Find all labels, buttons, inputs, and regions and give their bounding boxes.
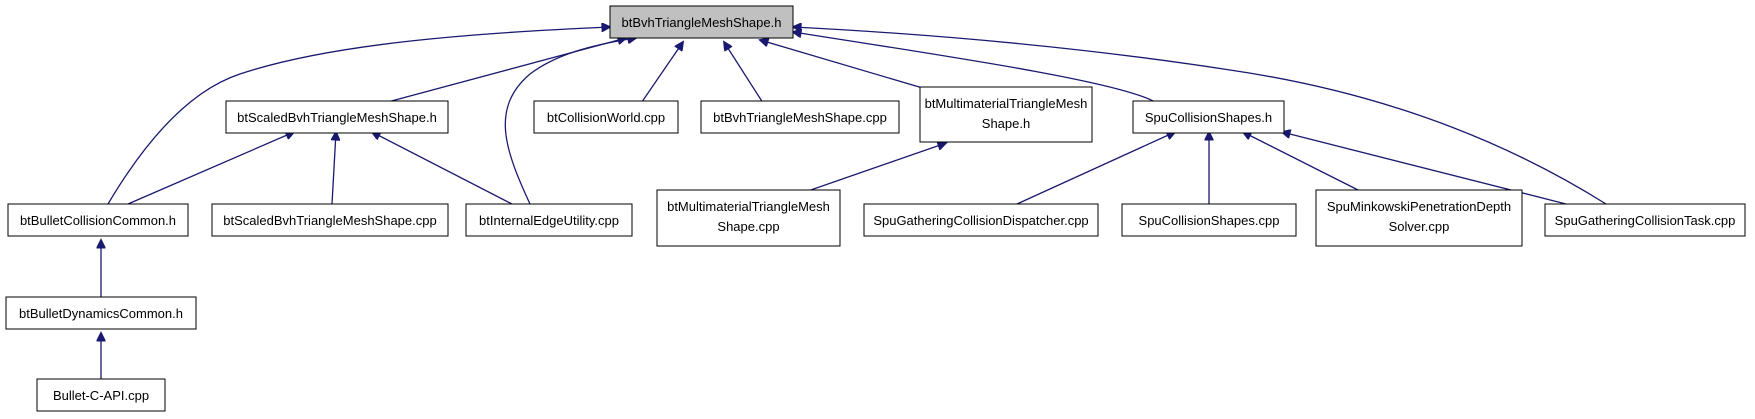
edge-internal-edge-to-root bbox=[504, 38, 636, 205]
edge-multimat-h-to-root bbox=[760, 40, 927, 90]
node-label: btBulletDynamicsCommon.h bbox=[19, 306, 183, 321]
node-btBvhTriangleMeshShape-cpp[interactable]: btBvhTriangleMeshShape.cpp bbox=[700, 100, 900, 134]
node-btScaledBvhTriangleMeshShape-cpp[interactable]: btScaledBvhTriangleMeshShape.cpp bbox=[211, 203, 449, 237]
node-label-line-2: Solver.cpp bbox=[1389, 219, 1450, 234]
node-label: btBvhTriangleMeshShape.h bbox=[622, 15, 782, 30]
node-btInternalEdgeUtility-cpp[interactable]: btInternalEdgeUtility.cpp bbox=[465, 203, 633, 237]
node-label-line-1: btMultimaterialTriangleMesh bbox=[667, 199, 830, 214]
edge-spu-shapes-h-to-root bbox=[793, 32, 1156, 103]
node-label: SpuGatheringCollisionTask.cpp bbox=[1555, 213, 1736, 228]
node-label-line-1: SpuMinkowskiPenetrationDepth bbox=[1327, 199, 1511, 214]
node-label-line-2: Shape.cpp bbox=[717, 219, 779, 234]
edges bbox=[101, 27, 1607, 379]
node-label-line-2: Shape.h bbox=[982, 116, 1030, 131]
node-btBulletDynamicsCommon-h[interactable]: btBulletDynamicsCommon.h bbox=[5, 296, 197, 330]
edge-internal-edge-to-scaled-h bbox=[372, 132, 513, 205]
edge-spu-dispatcher-to-spu-shapes-h bbox=[1016, 132, 1175, 205]
node-Bullet-C-API-cpp[interactable]: Bullet-C-API.cpp bbox=[36, 378, 166, 412]
node-label: btInternalEdgeUtility.cpp bbox=[479, 213, 619, 228]
node-SpuMinkowskiPenetrationDepthSolver-cpp[interactable]: SpuMinkowskiPenetrationDepth Solver.cpp bbox=[1315, 189, 1523, 247]
node-label: btScaledBvhTriangleMeshShape.h bbox=[237, 110, 437, 125]
node-label: SpuCollisionShapes.cpp bbox=[1139, 213, 1280, 228]
edge-multimat-cpp-to-multimat-h bbox=[804, 143, 946, 193]
edge-spu-task-to-root bbox=[793, 27, 1607, 205]
node-btBulletCollisionCommon-h[interactable]: btBulletCollisionCommon.h bbox=[7, 203, 189, 237]
node-label-line-1: btMultimaterialTriangleMesh bbox=[925, 96, 1088, 111]
node-SpuGatheringCollisionTask-cpp[interactable]: SpuGatheringCollisionTask.cpp bbox=[1544, 203, 1746, 237]
edge-bullet-collision-to-root bbox=[107, 27, 610, 205]
node-btMultimaterialTriangleMeshShape-h[interactable]: btMultimaterialTriangleMesh Shape.h bbox=[919, 86, 1093, 143]
node-SpuGatheringCollisionDispatcher-cpp[interactable]: SpuGatheringCollisionDispatcher.cpp bbox=[863, 203, 1099, 237]
node-btMultimaterialTriangleMeshShape-cpp[interactable]: btMultimaterialTriangleMesh Shape.cpp bbox=[656, 189, 841, 247]
nodes: btBvhTriangleMeshShape.h btScaledBvhTria… bbox=[5, 5, 1746, 412]
node-label: btCollisionWorld.cpp bbox=[547, 110, 665, 125]
node-label: btScaledBvhTriangleMeshShape.cpp bbox=[223, 213, 436, 228]
node-label: btBvhTriangleMeshShape.cpp bbox=[713, 110, 887, 125]
node-label: SpuGatheringCollisionDispatcher.cpp bbox=[873, 213, 1088, 228]
node-btBvhTriangleMeshShape-h[interactable]: btBvhTriangleMeshShape.h bbox=[609, 5, 794, 39]
node-btCollisionWorld-cpp[interactable]: btCollisionWorld.cpp bbox=[533, 100, 679, 134]
node-label: btBulletCollisionCommon.h bbox=[20, 213, 176, 228]
edge-spu-minkowski-to-spu-shapes-h bbox=[1243, 132, 1363, 193]
node-SpuCollisionShapes-cpp[interactable]: SpuCollisionShapes.cpp bbox=[1121, 203, 1297, 237]
edge-bullet-collision-to-scaled-h bbox=[127, 132, 294, 205]
node-SpuCollisionShapes-h[interactable]: SpuCollisionShapes.h bbox=[1132, 100, 1285, 134]
node-btScaledBvhTriangleMeshShape-h[interactable]: btScaledBvhTriangleMeshShape.h bbox=[225, 100, 449, 134]
node-label: SpuCollisionShapes.h bbox=[1145, 110, 1272, 125]
node-label: Bullet-C-API.cpp bbox=[53, 388, 149, 403]
edge-scaled-cpp-to-scaled-h bbox=[332, 132, 336, 205]
